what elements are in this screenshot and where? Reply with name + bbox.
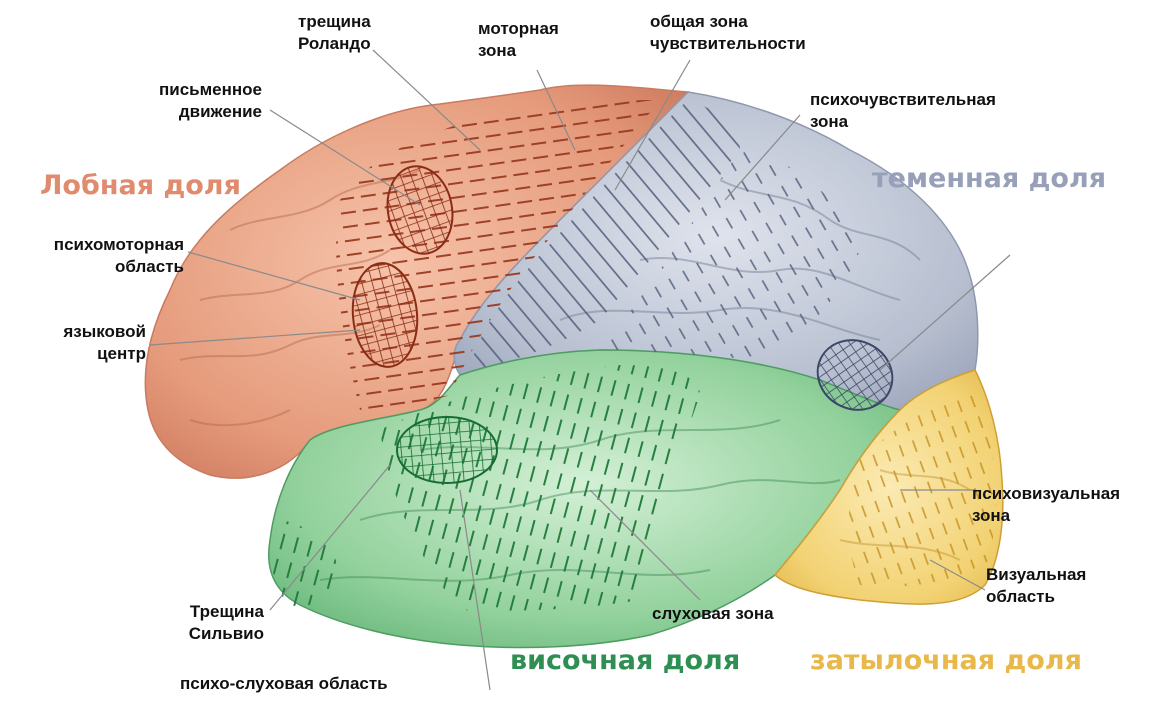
psycho-auditory-grid [397,417,497,483]
frontal-lobe-title: Лобная доля [40,170,241,202]
parietal-lobe-title: теменная доля [872,163,1106,195]
label-psycho-auditory-area: психо-слуховая область [180,673,388,695]
occipital-lobe-title: затылочная доля [810,645,1082,677]
temporal-lobe-title: височная доля [510,645,740,677]
label-auditory-zone: слуховая зона [652,603,774,625]
